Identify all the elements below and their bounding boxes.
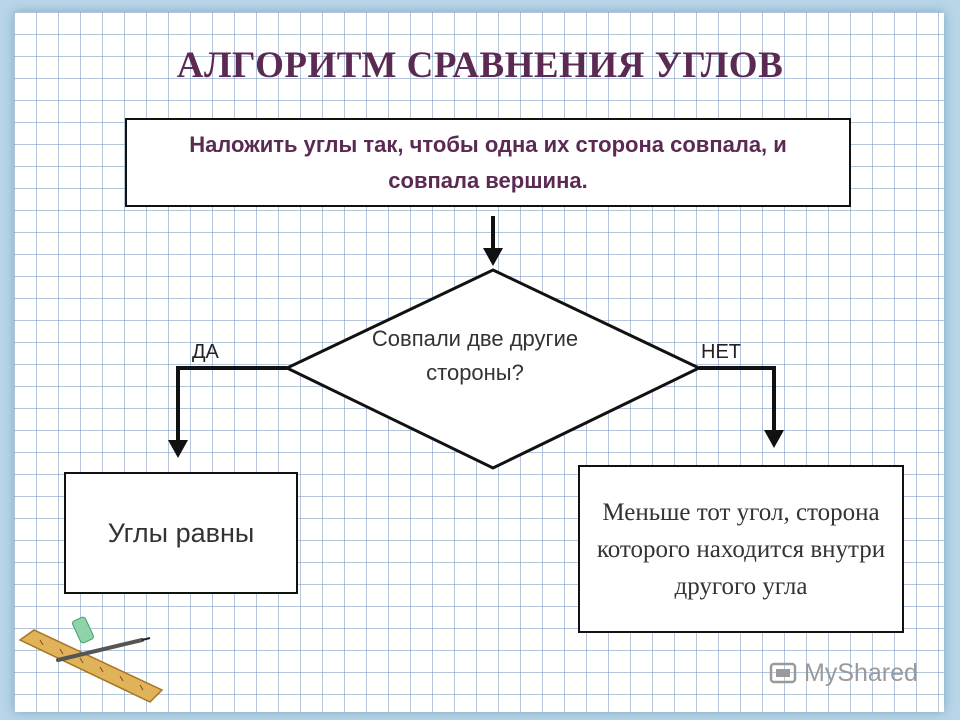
no-branch-line [699,366,776,434]
slide-title: АЛГОРИТМ СРАВНЕНИЯ УГЛОВ [176,45,784,86]
decision-text: Совпали две другие стороны? [371,326,579,385]
pencil-icon [56,637,151,662]
watermark-text: MyShared [804,658,918,687]
decision-diamond [283,268,703,470]
no-label: НЕТ [701,341,741,363]
start-step-box: Наложить углы так, чтобы одна их сторона… [125,118,851,207]
arrowhead-no [764,430,784,448]
eraser-icon [72,616,94,644]
mortarboard-icon [769,662,797,684]
yes-result-text: Углы равны [107,517,255,548]
yes-result-box: Углы равны [64,472,298,594]
yes-label: ДА [192,341,219,363]
arrowhead-yes [168,440,188,458]
yes-branch-line [176,366,287,444]
start-step-text: Наложить углы так, чтобы одна их сторона… [189,131,787,193]
watermark[interactable]: MyShared [768,656,918,690]
no-result-text: Меньше тот угол, сторона которого находи… [596,498,886,600]
no-result-box: Меньше тот угол, сторона которого находи… [578,465,904,633]
ruler-icon [18,629,164,703]
arrowhead-start [483,248,503,266]
